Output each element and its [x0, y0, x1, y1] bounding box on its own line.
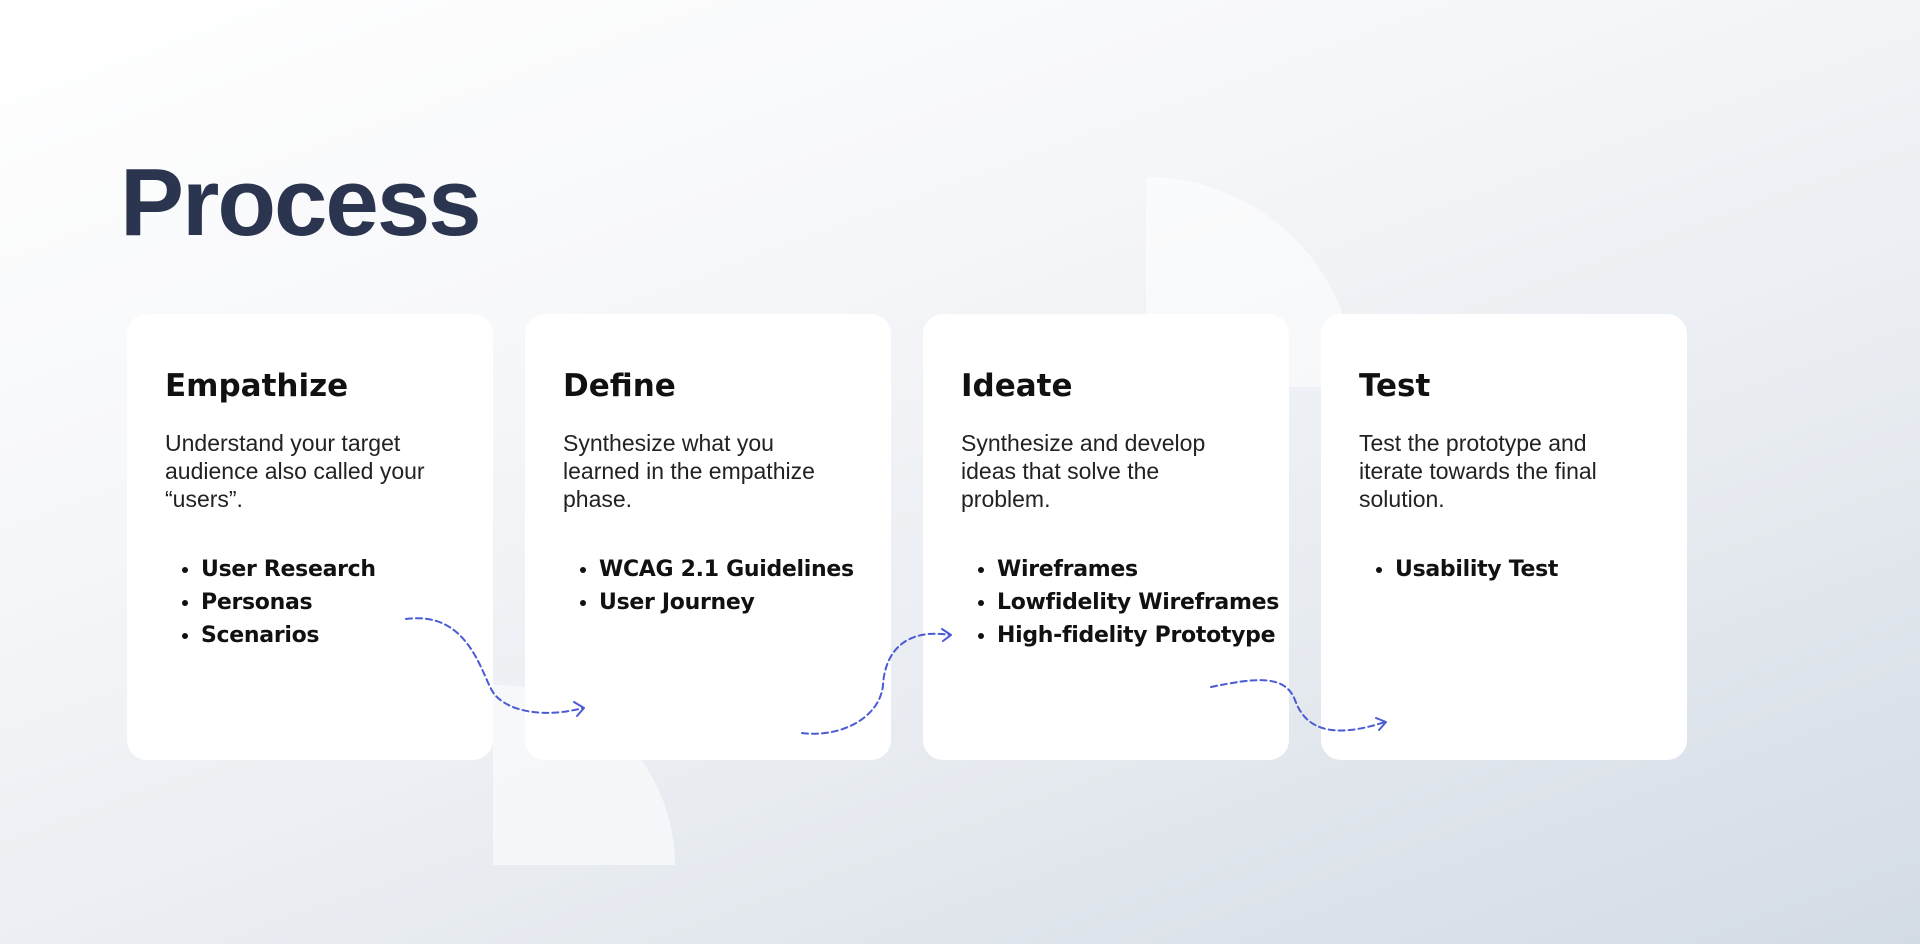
card-list: Wireframes Lowfidelity Wireframes High-f… [961, 553, 1279, 652]
list-item: Lowfidelity Wireframes [997, 586, 1279, 619]
list-item: Wireframes [997, 553, 1251, 586]
list-item: WCAG 2.1 Guidelines [599, 553, 854, 586]
list-item: Scenarios [201, 619, 455, 652]
card-title: Ideate [961, 368, 1073, 404]
card-title: Define [563, 368, 676, 404]
card-list: Usability Test [1359, 553, 1649, 586]
card-title: Empathize [165, 368, 349, 404]
card-description: Synthesize and develop ideas that solve … [961, 430, 1206, 513]
card-empathize: Empathize Understand your target audienc… [127, 314, 493, 760]
card-list: User Research Personas Scenarios [165, 553, 455, 652]
card-test: Test Test the prototype and iterate towa… [1321, 314, 1687, 760]
card-description: Test the prototype and iterate towards t… [1359, 430, 1597, 513]
card-list: WCAG 2.1 Guidelines User Journey [563, 553, 854, 619]
card-ideate: Ideate Synthesize and develop ideas that… [923, 314, 1289, 760]
list-item: Usability Test [1395, 553, 1649, 586]
card-title: Test [1359, 368, 1431, 404]
list-item: User Journey [599, 586, 853, 619]
list-item: User Research [201, 553, 455, 586]
list-item: Personas [201, 586, 455, 619]
card-define: Define Synthesize what you learned in th… [525, 314, 891, 760]
list-item: High-fidelity Prototype [997, 619, 1276, 652]
page-title: Process [120, 149, 482, 256]
card-description: Synthesize what you learned in the empat… [563, 430, 815, 513]
card-description: Understand your target audience also cal… [165, 430, 425, 513]
